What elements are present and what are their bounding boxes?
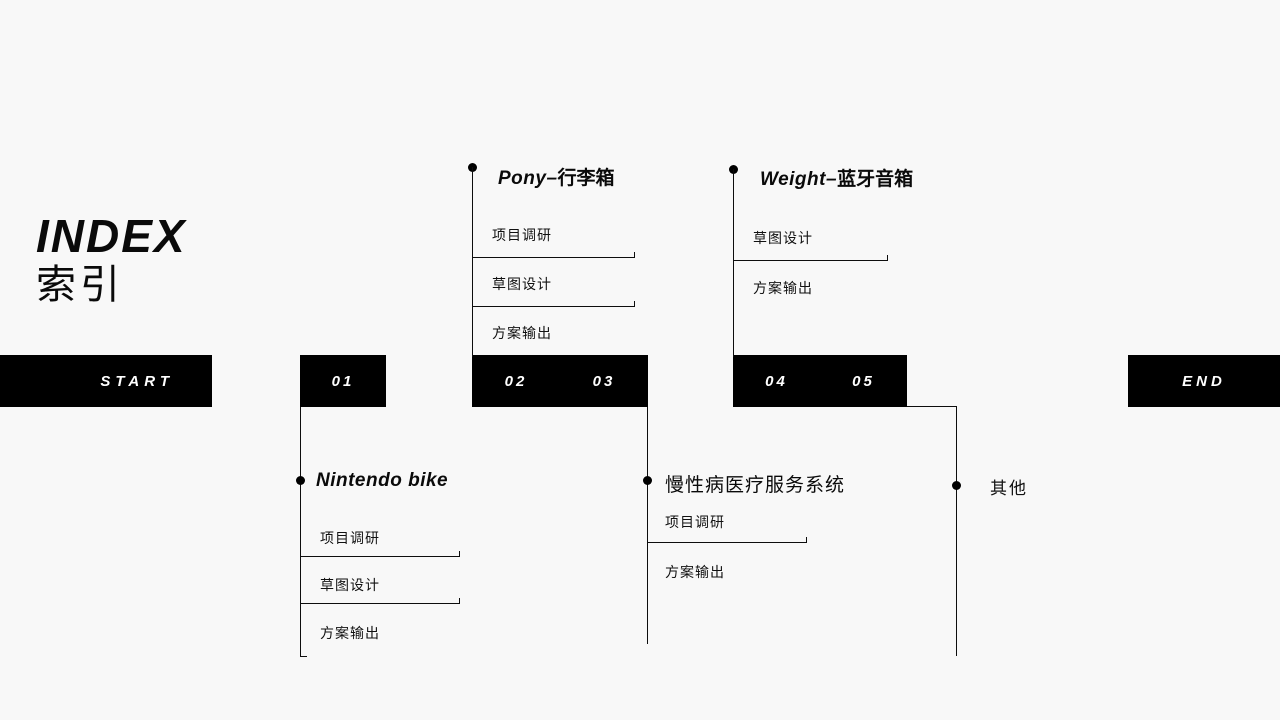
- connector-dot-nintendo: [296, 476, 305, 485]
- group-title-weight: Weight–蓝牙音箱: [760, 164, 913, 191]
- page-title: INDEX 索引: [36, 212, 296, 310]
- group-item-weight-1: 方案输出: [753, 280, 813, 296]
- group-divider-tick-chronic-0: [806, 537, 807, 543]
- group-divider-nintendo-1: [300, 603, 460, 604]
- group-title-pony-en: Pony: [498, 168, 547, 189]
- group-item-nintendo-0: 项目调研: [320, 530, 380, 546]
- connector-stem-weight: [733, 169, 734, 357]
- connector-elbow-other: [907, 406, 957, 407]
- group-divider-tick-pony-1: [634, 301, 635, 307]
- timeline-step-04: 04: [765, 372, 788, 390]
- group-divider-tick-nintendo-1: [459, 598, 460, 604]
- connector-stem-nintendo: [300, 407, 301, 656]
- connector-stem-other: [956, 406, 957, 656]
- group-title-weight-en: Weight: [760, 169, 826, 190]
- timeline-label-end: END: [1182, 372, 1226, 390]
- group-item-chronic-0: 项目调研: [665, 514, 725, 530]
- group-item-pony-2: 方案输出: [492, 325, 552, 341]
- group-divider-pony-1: [472, 306, 635, 307]
- group-item-weight-0: 草图设计: [753, 230, 813, 246]
- group-title-other: 其他: [990, 479, 1028, 498]
- group-item-chronic-1: 方案输出: [665, 564, 725, 580]
- timeline-step-02: 02: [504, 372, 528, 390]
- group-title-chronic: 慢性病医疗服务系统: [665, 475, 846, 496]
- group-title-weight-sep: –: [825, 169, 838, 190]
- group-item-pony-1: 草图设计: [492, 276, 552, 292]
- group-title-pony-cn: 行李箱: [557, 168, 615, 189]
- group-title-pony-sep: –: [546, 168, 558, 189]
- timeline-label-start: START: [100, 372, 174, 390]
- group-title-weight-cn: 蓝牙音箱: [837, 169, 914, 190]
- timeline-step-03: 03: [592, 372, 616, 390]
- group-title-pony: Pony–行李箱: [498, 163, 615, 190]
- timeline-step-05: 05: [852, 372, 875, 390]
- timeline-bar-02-03[interactable]: 02 03: [472, 355, 648, 407]
- group-divider-tick-pony-0: [634, 252, 635, 258]
- page-title-en: INDEX: [36, 210, 187, 262]
- timeline-bar-01[interactable]: 01: [300, 355, 386, 407]
- connector-stem-pony: [472, 167, 473, 357]
- group-divider-nintendo-0: [300, 556, 460, 557]
- connector-foot-nintendo: [300, 656, 307, 657]
- timeline-bar-04-05[interactable]: 04 05: [733, 355, 907, 407]
- group-item-nintendo-2: 方案输出: [320, 625, 380, 641]
- group-divider-pony-0: [472, 257, 635, 258]
- group-title-nintendo: Nintendo bike: [316, 470, 449, 491]
- connector-dot-chronic: [643, 476, 652, 485]
- group-item-pony-0: 项目调研: [492, 227, 552, 243]
- group-item-nintendo-1: 草图设计: [320, 577, 380, 593]
- group-divider-tick-nintendo-0: [459, 551, 460, 557]
- page-title-cn: 索引: [36, 263, 124, 308]
- connector-stem-chronic: [647, 407, 648, 644]
- timeline-step-01: 01: [331, 372, 355, 390]
- group-divider-weight-0: [733, 260, 888, 261]
- timeline-bar-start[interactable]: START: [0, 355, 212, 407]
- group-divider-tick-weight-0: [887, 255, 888, 261]
- connector-dot-other: [952, 481, 961, 490]
- timeline-bar-end[interactable]: END: [1128, 355, 1280, 407]
- group-divider-chronic-0: [647, 542, 807, 543]
